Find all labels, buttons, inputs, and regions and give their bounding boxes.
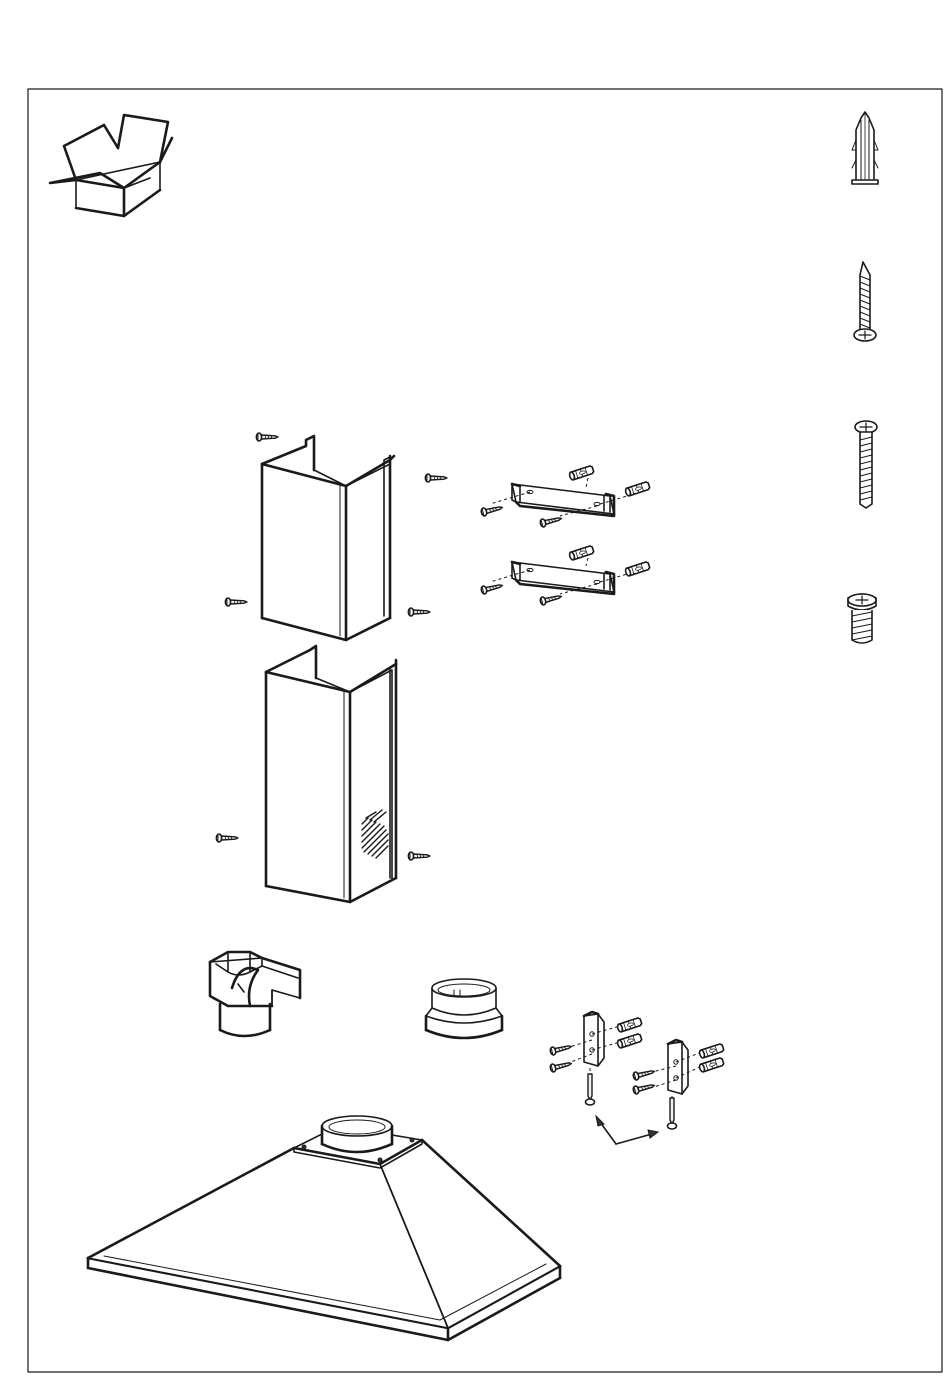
bracket-screw [633,1068,656,1081]
bracket-screw [550,1060,573,1073]
wall-plug [852,112,878,184]
bracket-plug [699,1057,724,1072]
bracket-screw [481,504,504,517]
chimney-screw [256,433,278,441]
machine-screw [855,421,877,508]
safety-screw [668,1098,677,1129]
bracket-plug [569,465,594,480]
upper-chimney-section [262,436,394,640]
short-screw [848,594,876,643]
bracket-plug [699,1043,724,1058]
duct-adapter [426,979,502,1038]
pointer-arrows [596,1116,658,1144]
bracket-plug [617,1033,642,1048]
chimney-bracket-upper [490,478,641,516]
bracket-plug [617,1017,642,1032]
chimney-screw [408,608,430,616]
bracket-plug [625,481,650,496]
lower-chimney-section [266,646,396,902]
air-deflector [210,952,300,1036]
bracket-screw [540,593,563,606]
carton-box-icon [50,115,172,216]
bracket-screw [481,582,504,595]
chimney-screw [408,852,430,860]
chimney-screw [216,834,238,842]
bracket-plug [625,561,650,576]
sheet-border [28,89,942,1372]
chimney-screw [425,474,447,482]
wood-screw [854,262,876,341]
chimney-screw [225,598,247,606]
bracket-screw [540,515,563,528]
chimney-bracket-lower [490,558,641,594]
bracket-plug [569,545,594,560]
safety-screw [586,1074,595,1105]
hood-canopy [88,1116,560,1340]
bracket-screw [550,1043,573,1056]
